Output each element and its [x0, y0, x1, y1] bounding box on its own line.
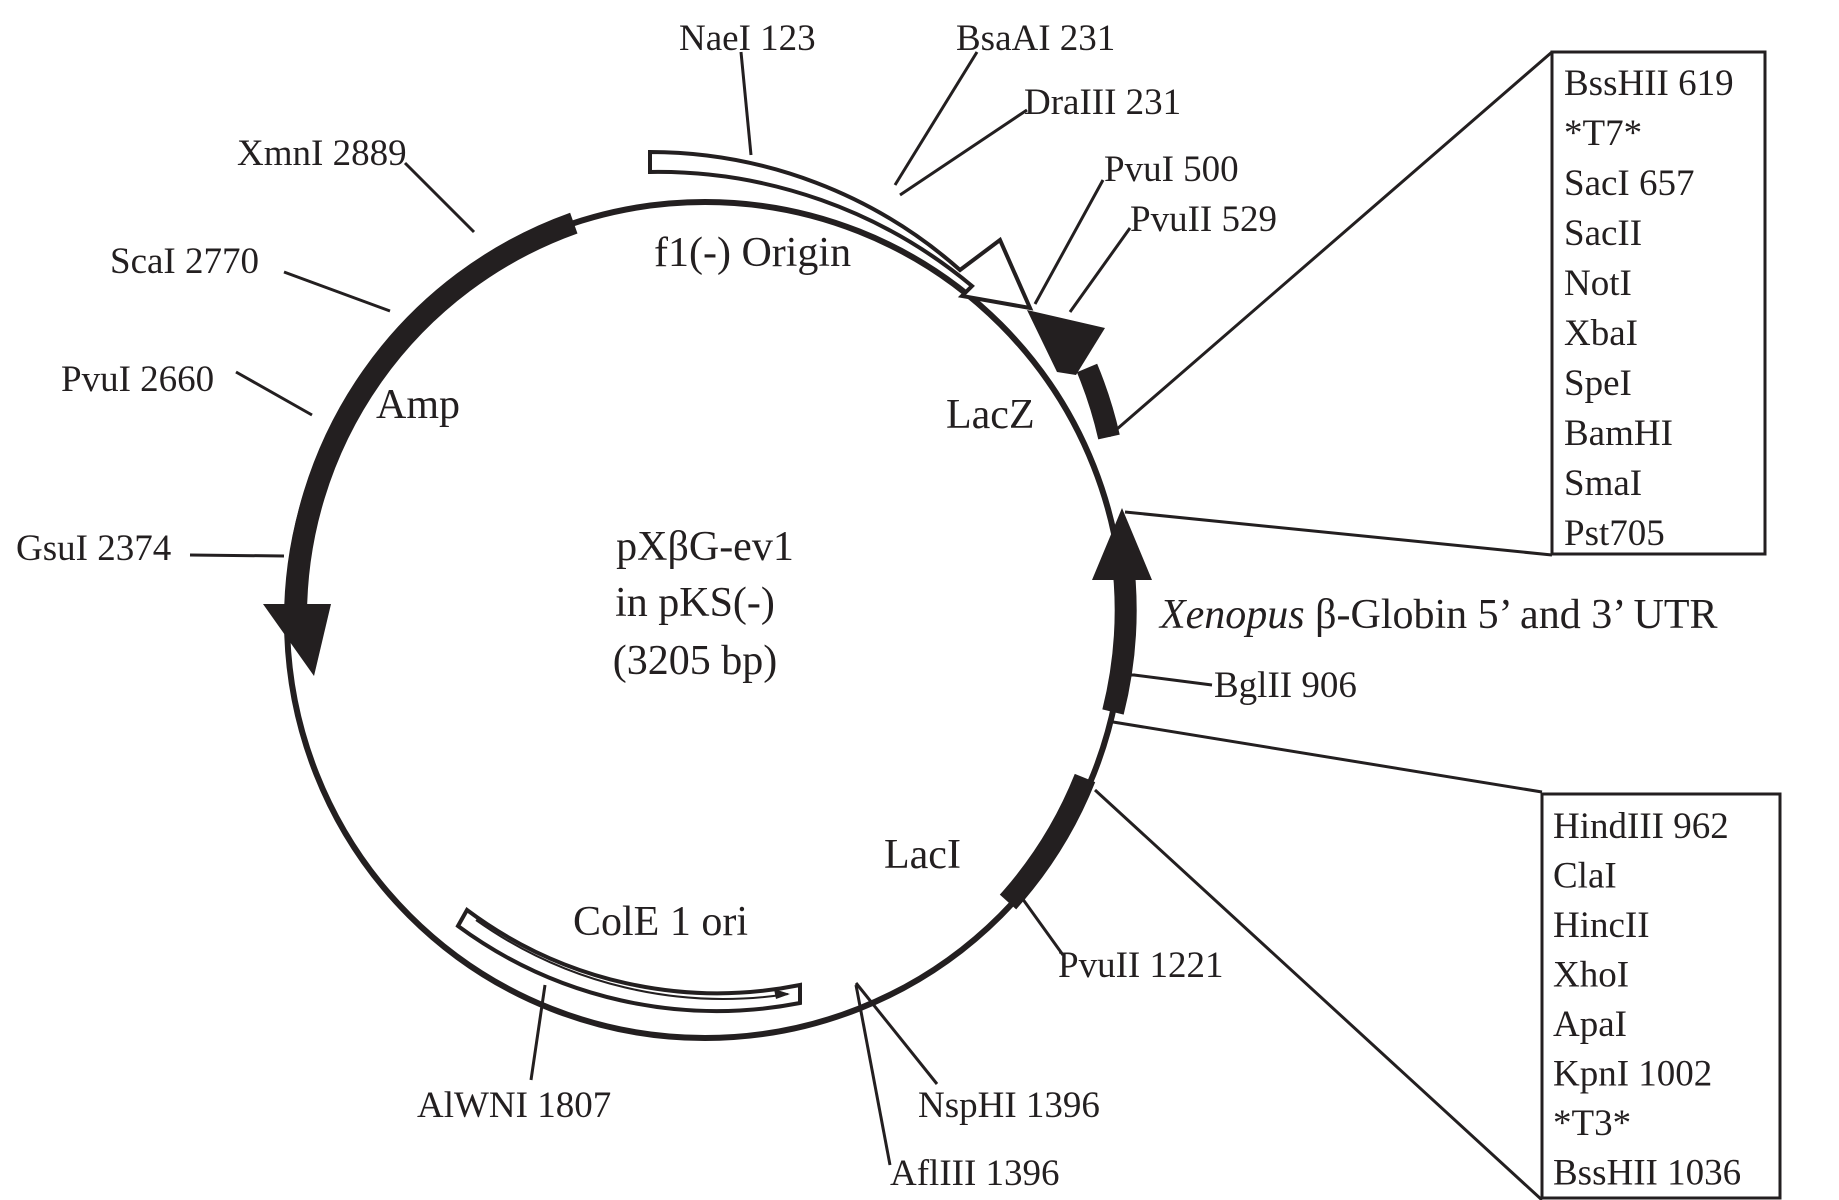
mcs-upper-box	[1550, 50, 1767, 556]
bgl2-leader-main	[1133, 673, 1213, 687]
site-label-dra3: DraIII 231	[1024, 82, 1181, 123]
mcs-upper-item: SacI 657	[1564, 163, 1695, 204]
feature-label-amp: Amp	[376, 382, 460, 428]
mcs-upper-item: SacII	[1564, 213, 1642, 254]
nae1-leader	[739, 51, 753, 156]
xmn1-leader	[403, 161, 476, 234]
mcs-upper-item: *T7*	[1564, 113, 1642, 154]
mcs-upper-item: BamHI	[1564, 413, 1673, 454]
cole1-origin-bar	[455, 907, 802, 1014]
mcs-lower-connector-top	[1112, 720, 1543, 794]
sca1-leader	[283, 270, 391, 313]
lacz-gene-arc-body	[1076, 363, 1120, 440]
pvu2-529-leader	[1068, 227, 1132, 313]
plasmid-name: pXβG-ev1	[616, 524, 794, 570]
mcs-lower-item: HindIII 962	[1553, 806, 1729, 847]
mcs-upper-item: XbaI	[1564, 313, 1638, 354]
mcs-upper-item: BssHII 619	[1564, 63, 1734, 104]
pvu1-2660-leader	[235, 370, 313, 417]
feature-label-utr: Xenopus β-Globin 5’ and 3’ UTR	[1158, 592, 1718, 638]
pvu2-1221-leader	[1020, 897, 1065, 956]
cole1-inner-arrow	[475, 919, 789, 1000]
cole1-arrowhead	[774, 989, 790, 999]
amp-gene-arc	[284, 212, 578, 620]
lacz-arrowhead	[1027, 310, 1105, 375]
feature-label-laci: LacI	[884, 832, 961, 878]
utr-arrowhead	[1092, 508, 1152, 580]
mcs-upper-item: SmaI	[1564, 463, 1642, 504]
site-label-pvu1-500: PvuI 500	[1104, 149, 1239, 190]
alwn1-leader	[529, 984, 547, 1081]
site-label-nsph1: NspHI 1396	[918, 1085, 1100, 1126]
nsph1-leader	[854, 982, 939, 1085]
site-label-nae1: NaeI 123	[679, 18, 816, 59]
mcs-lower-item: XhoI	[1553, 955, 1629, 996]
feature-label-f1-origin: f1(-) Origin	[654, 230, 851, 276]
utr-italic: Xenopus	[1158, 592, 1305, 638]
afl3-leader	[854, 984, 892, 1166]
utr-rest: β-Globin 5’ and 3’ UTR	[1305, 592, 1718, 638]
site-label-pvu2-529: PvuII 529	[1130, 199, 1277, 240]
mcs-lower-item: KpnI 1002	[1553, 1054, 1712, 1095]
mcs-lower-connector-bottom	[1093, 788, 1544, 1200]
bsaa1-leader	[893, 51, 979, 186]
mcs-lower-item: ApaI	[1553, 1004, 1627, 1045]
mcs-upper-item: Pst705	[1564, 513, 1665, 554]
feature-label-lacz: LacZ	[946, 392, 1035, 438]
pvu1-500-leader	[1033, 179, 1105, 305]
mcs-lower-item: HincII	[1553, 905, 1650, 946]
mcs-upper-connector-bottom	[1124, 510, 1553, 557]
site-label-xmn1: XmnI 2889	[237, 133, 407, 174]
laci-gene-arc	[999, 773, 1096, 910]
plasmid-size: (3205 bp)	[613, 638, 777, 684]
f1-origin-arrow	[648, 149, 1034, 311]
mcs-lower-item: *T3*	[1553, 1103, 1631, 1144]
site-label-bgl2: BglII 906	[1214, 665, 1357, 706]
mcs-lower-item: ClaI	[1553, 856, 1617, 897]
mcs-upper-item: NotI	[1564, 263, 1632, 304]
site-label-pvu2-1221: PvuII 1221	[1058, 945, 1223, 986]
feature-label-cole1: ColE 1 ori	[573, 899, 748, 945]
site-label-gsu1: GsuI 2374	[16, 528, 171, 569]
site-label-bsaa1: BsaAI 231	[956, 18, 1115, 59]
site-label-sca1: ScaI 2770	[110, 241, 259, 282]
amp-arrowhead	[263, 604, 331, 676]
site-label-alwn1: AlWNI 1807	[417, 1085, 611, 1126]
mcs-lower-item: BssHII 1036	[1553, 1153, 1741, 1194]
site-label-pvu1-2660: PvuI 2660	[61, 359, 214, 400]
mcs-lower-box	[1540, 792, 1782, 1200]
plasmid-backbone-name: in pKS(-)	[615, 580, 775, 626]
mcs-upper-item: SpeI	[1564, 363, 1632, 404]
site-label-afl3: AflIII 1396	[890, 1153, 1060, 1194]
mcs-upper-connector-top	[1108, 50, 1553, 438]
gsu1-leader	[189, 553, 285, 558]
dra3-leader	[899, 108, 1028, 197]
